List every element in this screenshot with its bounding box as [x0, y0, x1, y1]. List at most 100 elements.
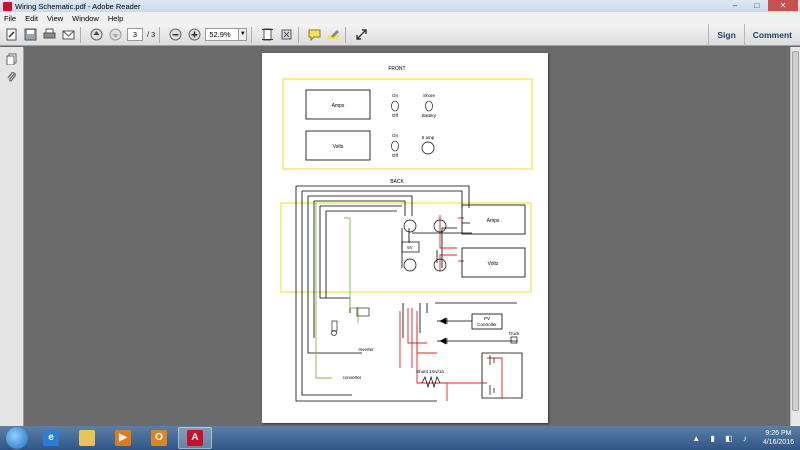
switch3-on-label: On: [392, 133, 399, 138]
menu-bar: File Edit View Window Help: [0, 12, 800, 24]
page-thumbnails-icon[interactable]: [6, 53, 18, 66]
comment-button[interactable]: Comment: [752, 30, 792, 40]
next-page-icon[interactable]: [107, 27, 123, 43]
front-volts-label: Volts: [333, 144, 344, 150]
system-tray: ▲ ▮ ◧ ♪ 9:26 PM 4/16/2016: [692, 426, 794, 450]
previous-page-icon[interactable]: [88, 27, 104, 43]
terminal-block: [331, 307, 370, 336]
front-amps-label: Amps: [332, 103, 345, 109]
pdf-page: FRONT Amps Volts On Off Shore Battery On…: [262, 53, 548, 423]
start-button[interactable]: [6, 427, 28, 449]
clock[interactable]: 9:26 PM 4/16/2016: [763, 429, 794, 447]
zoom-level-input[interactable]: 52.9%: [205, 28, 240, 41]
minimize-button[interactable]: –: [732, 1, 738, 10]
menu-view[interactable]: View: [47, 13, 64, 23]
taskbar-adobe-reader[interactable]: A: [178, 427, 212, 449]
truck-connector: [510, 336, 518, 344]
red-wires: [399, 215, 503, 401]
toolbar-right-panel: Sign Comment: [708, 24, 800, 46]
zoom-dropdown-icon[interactable]: ▼: [239, 28, 248, 41]
pv-label: PV: [484, 316, 490, 321]
media-player-icon: ▶: [115, 430, 131, 446]
window-title: Wiring Schematic.pdf - Adobe Reader: [15, 1, 141, 11]
back-switch2-icon: [433, 219, 447, 233]
back-switch4-icon: [433, 258, 447, 272]
battery-bank: [489, 355, 495, 395]
toolbar-separator: [251, 26, 253, 43]
front-highlight-box: [282, 78, 533, 170]
fuse-label: 5 amp: [422, 135, 435, 140]
5v-label: 5V: [407, 245, 413, 250]
shunt-label: Shunt 1mv/1a: [416, 369, 444, 374]
menu-file[interactable]: File: [4, 13, 17, 23]
toolbar: 3 / 3 52.9% ▼ Sign Comment: [0, 24, 800, 46]
maximize-button[interactable]: □: [754, 1, 760, 10]
switch1-icon: [391, 100, 399, 112]
toolbar-separator: [345, 26, 347, 43]
menu-window[interactable]: Window: [72, 13, 99, 23]
toolbar-divider: [743, 24, 745, 46]
toolbar-separator: [298, 26, 300, 43]
save-icon[interactable]: [22, 27, 38, 43]
navigation-pane: [0, 47, 24, 426]
switch2-icon: [425, 100, 433, 112]
shore-label: Shore: [423, 93, 436, 98]
close-button[interactable]: ✕: [768, 0, 798, 11]
print-icon[interactable]: [41, 27, 57, 43]
fit-page-icon[interactable]: [259, 27, 275, 43]
taskbar-outlook[interactable]: O: [142, 427, 176, 449]
zoom-in-icon[interactable]: [186, 27, 202, 43]
back-switch1-icon: [403, 219, 417, 233]
back-switch3-icon: [403, 258, 417, 272]
folder-icon: [79, 430, 95, 446]
zoom-out-icon[interactable]: [167, 27, 183, 43]
fit-width-icon[interactable]: [278, 27, 294, 43]
internet-explorer-icon: e: [43, 430, 59, 446]
back-volts-label: Voltz: [488, 261, 499, 267]
diode-2: [439, 337, 448, 345]
converter-label: converter: [343, 375, 362, 380]
clock-date: 4/16/2016: [762, 439, 794, 446]
email-icon[interactable]: [60, 27, 76, 43]
menu-edit[interactable]: Edit: [25, 13, 39, 23]
clock-time: 9:26 PM: [765, 430, 792, 437]
sticky-note-icon[interactable]: [306, 27, 322, 43]
diode-1: [439, 317, 448, 325]
back-amps-label: Amps: [487, 218, 500, 224]
vertical-scrollbar[interactable]: [790, 47, 800, 426]
adobe-reader-icon: [3, 1, 12, 11]
tray-icons[interactable]: ▲ ▮ ◧ ♪: [692, 433, 751, 443]
taskbar-file-explorer[interactable]: [70, 427, 104, 449]
taskbar-internet-explorer[interactable]: e: [34, 427, 68, 449]
create-pdf-icon[interactable]: [3, 27, 19, 43]
highlight-icon[interactable]: [325, 27, 341, 43]
window-controls: – □ ✕: [724, 0, 798, 12]
back-amps-meter: [461, 204, 526, 235]
attachments-icon[interactable]: [6, 71, 18, 83]
back-title: BACK: [390, 179, 404, 185]
green-wires: [315, 203, 359, 379]
page-number-input[interactable]: 3: [127, 28, 143, 41]
truck-label: Truck: [508, 331, 520, 336]
taskbar-media-player[interactable]: ▶: [106, 427, 140, 449]
sign-button[interactable]: Sign: [717, 30, 736, 40]
switch3-icon: [391, 140, 399, 152]
expand-icon[interactable]: [353, 27, 369, 43]
controller-label: Controller: [477, 322, 497, 327]
outlook-icon: O: [151, 430, 167, 446]
page-total: / 3: [147, 30, 156, 39]
scrollbar-thumb[interactable]: [792, 51, 799, 411]
inverter-label: Inverter: [358, 347, 374, 352]
battery-label: Battery: [422, 113, 437, 118]
toolbar-separator: [80, 26, 81, 43]
toolbar-separator: [159, 26, 161, 43]
front-volts-meter: [305, 130, 371, 161]
switch3-off-label: Off: [392, 153, 399, 158]
back-volts-meter: [461, 247, 526, 278]
back-highlight-box: [280, 202, 532, 293]
black-wires: [295, 185, 523, 402]
pv-controller-box: [471, 313, 503, 330]
fuse-holder-icon: [421, 141, 435, 155]
menu-help[interactable]: Help: [107, 13, 124, 23]
switch1-off-label: Off: [392, 113, 399, 118]
